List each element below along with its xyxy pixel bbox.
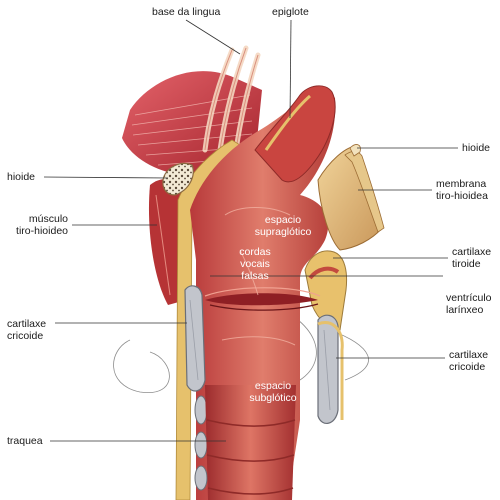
label-cordas-line2: vocais [240, 258, 270, 270]
label-tiroide-line2: tiroide [452, 258, 481, 270]
leader-hioide-left [43, 176, 169, 179]
label-ventriculo-line1: ventrículo [446, 292, 492, 304]
label-hioide-right: hioide [462, 142, 491, 154]
vocal-folds [204, 287, 321, 311]
label-membrana-line2: tiro-hioidea [436, 190, 488, 202]
label-epiglote: epiglote [272, 6, 309, 18]
label-espacio-subglotico: espacio subglótico [240, 380, 306, 404]
label-membrana-line1: membrana [436, 178, 487, 190]
label-cordas-vocais-falsas: cordas vocais falsas [230, 246, 280, 282]
label-musculo-line2: tiro-hioideo [16, 225, 68, 237]
leader-lines [43, 19, 458, 442]
label-hioide-left: hioide [7, 171, 36, 183]
hyoid-bone-left [162, 162, 194, 196]
label-membrana-tiro-hioidea: membrana tiro-hioidea [436, 178, 488, 202]
label-cordas-line1: cordas [239, 246, 271, 258]
cricoid-cartilage-left [184, 285, 206, 392]
leader-epiglote [289, 19, 292, 119]
label-base-lingua: base da lingua [152, 6, 221, 18]
epiglottis [254, 85, 336, 183]
leader-base-lingua [185, 19, 241, 55]
label-sub-line1: espacio [254, 380, 292, 392]
label-musculo-tiro-hioideo: músculo tiro-hioideo [6, 213, 68, 237]
label-tiroide-line1: cartilaxe [452, 246, 492, 258]
label-cricoide-left-line1: cartilaxe [7, 318, 47, 330]
trachea [205, 385, 296, 500]
label-cricoide-right-line2: cricoide [449, 361, 486, 373]
tracheal-rings-left [194, 395, 208, 491]
label-sub-line2: subglótico [249, 392, 297, 404]
label-cartilaxe-tiroide: cartilaxe tiroide [452, 246, 491, 270]
label-cricoide-right-line1: cartilaxe [449, 349, 489, 361]
label-espacio-supraglotico: espacio supraglótico [244, 214, 322, 238]
label-supra-line1: espacio [264, 214, 302, 226]
cricoid-cartilage-right [317, 314, 344, 424]
label-musculo-line1: músculo [28, 213, 68, 225]
label-ventriculo-line2: larínxeo [446, 304, 484, 316]
label-supra-line2: supraglótico [254, 226, 312, 238]
label-cartilaxe-cricoide-right: cartilaxe cricoide [449, 349, 488, 373]
label-cartilaxe-cricoide-left: cartilaxe cricoide [7, 318, 46, 342]
thyrohyoid-muscle [148, 178, 186, 305]
thyrohyoid-membrane [317, 144, 385, 251]
label-cricoide-left-line2: cricoide [7, 330, 44, 342]
label-cordas-line3: falsas [241, 270, 269, 282]
label-ventriculo-larinxeo: ventrículo larínxeo [446, 292, 492, 316]
label-traquea: traquea [7, 435, 43, 447]
